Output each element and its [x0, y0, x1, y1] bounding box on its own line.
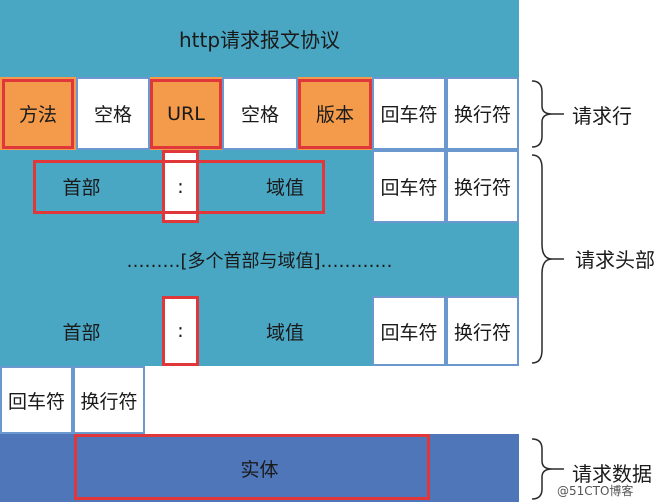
body-cell: 实体 [0, 434, 519, 502]
cr-cell-header-2: 回车符 [372, 296, 446, 366]
diagram-title: http请求报文协议 [0, 0, 519, 77]
more-headers-cell: ………[多个首部与域值]………… [0, 223, 519, 296]
cr-cell-request-line: 回车符 [372, 77, 446, 150]
request-headers-brace [531, 154, 564, 364]
method-cell: 方法 [0, 77, 76, 150]
lf-cell-header-2: 换行符 [446, 296, 519, 366]
request-body-label: 请求数据 [572, 462, 652, 486]
url-cell: URL [150, 77, 222, 150]
request-body-brace [531, 438, 564, 500]
method-highlight [2, 79, 74, 149]
request-line-label: 请求行 [572, 104, 632, 128]
lf-cell-request-line: 换行符 [446, 77, 519, 150]
lf-cell-blank-line: 换行符 [73, 366, 145, 434]
request-headers-label: 请求头部 [575, 248, 655, 272]
colon-highlight-2 [162, 296, 199, 366]
header-field-highlight [33, 160, 325, 214]
url-highlight [150, 79, 222, 149]
cr-cell-header-1: 回车符 [372, 150, 446, 223]
body-highlight [74, 434, 430, 500]
colon-highlight-1 [162, 150, 199, 223]
space-cell-2: 空格 [222, 77, 298, 150]
version-cell: 版本 [298, 77, 372, 150]
version-highlight [298, 79, 372, 149]
space-cell-1: 空格 [76, 77, 150, 150]
cr-cell-blank-line: 回车符 [0, 366, 73, 434]
header-name-cell-2: 首部 [0, 296, 163, 366]
lf-cell-header-1: 换行符 [446, 150, 519, 223]
header-value-cell-2: 域值 [198, 296, 372, 366]
watermark: @51CTO博客 [557, 484, 634, 498]
request-line-brace [531, 80, 564, 148]
